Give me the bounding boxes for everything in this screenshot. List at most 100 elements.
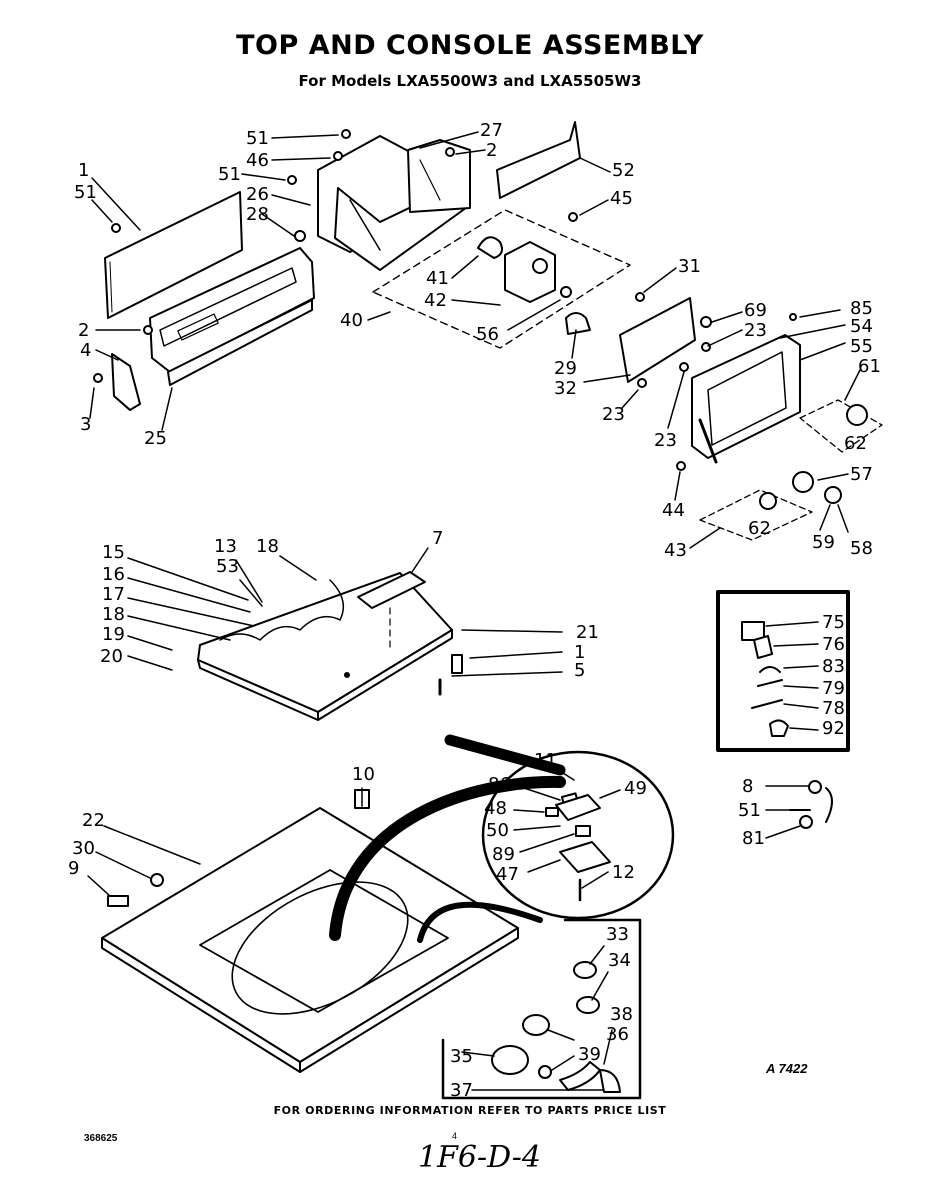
callout-top-cover-6: 13 bbox=[214, 536, 237, 557]
lower-knob-outline bbox=[699, 489, 813, 541]
lid-switch-parts bbox=[545, 792, 611, 902]
console-housing bbox=[149, 247, 315, 386]
callout-console-22: 85 bbox=[850, 298, 873, 319]
console-bezel bbox=[691, 334, 801, 464]
callout-top-1: 22 bbox=[82, 810, 105, 831]
callout-bleach-5: 39 bbox=[578, 1044, 601, 1065]
callout-console-16: 41 bbox=[426, 268, 449, 289]
callout-console-10: 4 bbox=[80, 340, 92, 361]
knob-group-outline bbox=[799, 399, 883, 453]
control-bracket bbox=[317, 135, 471, 271]
control-panel-plate bbox=[619, 297, 696, 383]
callout-console-18: 56 bbox=[476, 324, 499, 345]
callout-top-cover-4: 19 bbox=[102, 624, 125, 645]
callout-kit-box-4: 78 bbox=[822, 698, 845, 719]
callout-bleach-4: 35 bbox=[450, 1046, 473, 1067]
washer-top bbox=[101, 807, 519, 1073]
callout-console-12: 25 bbox=[144, 428, 167, 449]
page-subtitle: For Models LXA5500W3 and LXA5505W3 bbox=[298, 72, 642, 90]
callout-lid-switch-2: 49 bbox=[624, 778, 647, 799]
callout-console-6: 2 bbox=[486, 140, 498, 161]
callout-bleach-0: 33 bbox=[606, 924, 629, 945]
callout-top-cover-12: 5 bbox=[574, 660, 586, 681]
callout-console-4: 28 bbox=[246, 204, 269, 225]
callout-leader-lines bbox=[87, 131, 861, 1091]
parts-kit-box bbox=[716, 590, 850, 752]
bleach-tube bbox=[417, 901, 543, 943]
callout-bleach-2: 36 bbox=[606, 1024, 629, 1045]
callout-hardware-0: 8 bbox=[742, 776, 754, 797]
callout-lid-switch-5: 89 bbox=[492, 844, 515, 865]
document-number: 368625 bbox=[84, 1133, 118, 1144]
callout-console-30: 62 bbox=[844, 433, 867, 454]
push-knob bbox=[824, 486, 842, 504]
callout-top-3: 9 bbox=[68, 858, 80, 879]
timer-dial bbox=[477, 236, 503, 259]
handwritten-code: 1F6-D-4 bbox=[418, 1140, 541, 1175]
callout-console-13: 52 bbox=[612, 160, 635, 181]
lid-switch-harness bbox=[329, 775, 566, 941]
top-clip bbox=[107, 895, 129, 907]
bleach-dispenser-parts bbox=[491, 961, 621, 1093]
callout-lid-switch-7: 12 bbox=[612, 862, 635, 883]
callout-console-35: 59 bbox=[812, 532, 835, 553]
callout-console-3: 26 bbox=[246, 184, 269, 205]
callout-top-cover-1: 16 bbox=[102, 564, 125, 585]
callout-top-cover-10: 21 bbox=[576, 622, 599, 643]
callout-console-26: 29 bbox=[554, 358, 577, 379]
callout-console-21: 23 bbox=[744, 320, 767, 341]
callout-lid-switch-1: 86 bbox=[488, 774, 511, 795]
callout-console-8: 51 bbox=[74, 182, 97, 203]
bleach-dispenser-box bbox=[441, 918, 642, 1100]
callout-console-28: 23 bbox=[602, 404, 625, 425]
callout-console-9: 2 bbox=[78, 320, 90, 341]
callout-lid-switch-3: 48 bbox=[484, 798, 507, 819]
rear-console-panel bbox=[104, 191, 243, 319]
knob-skirt bbox=[792, 471, 814, 493]
callout-top-2: 30 bbox=[72, 838, 95, 859]
selector-switch bbox=[565, 312, 591, 335]
callout-console-24: 55 bbox=[850, 336, 873, 357]
diagram-id: A 7422 bbox=[766, 1061, 808, 1076]
callout-top-cover-7: 53 bbox=[216, 556, 239, 577]
callout-console-33: 43 bbox=[664, 540, 687, 561]
callout-console-17: 42 bbox=[424, 290, 447, 311]
callout-console-23: 54 bbox=[850, 316, 873, 337]
callout-lid-switch-6: 47 bbox=[496, 864, 519, 885]
lid-handle bbox=[357, 571, 426, 609]
callout-console-2: 51 bbox=[218, 164, 241, 185]
callout-console-31: 57 bbox=[850, 464, 873, 485]
callout-console-27: 32 bbox=[554, 378, 577, 399]
callout-top-cover-3: 18 bbox=[102, 604, 125, 625]
callout-top-cover-0: 15 bbox=[102, 542, 125, 563]
callout-kit-box-3: 79 bbox=[822, 678, 845, 699]
callout-kit-box-1: 76 bbox=[822, 634, 845, 655]
ordering-note: FOR ORDERING INFORMATION REFER TO PARTS … bbox=[273, 1104, 667, 1117]
top-cover-clip bbox=[451, 654, 463, 674]
callout-hardware-2: 81 bbox=[742, 828, 765, 849]
callout-top-cover-9: 7 bbox=[432, 528, 444, 549]
callout-console-34: 62 bbox=[748, 518, 771, 539]
console-screws bbox=[93, 129, 797, 471]
page-number: 4 bbox=[452, 1131, 458, 1141]
callout-console-7: 1 bbox=[78, 160, 90, 181]
callout-console-20: 69 bbox=[744, 300, 767, 321]
page-title: TOP AND CONSOLE ASSEMBLY bbox=[236, 30, 704, 61]
callout-kit-box-0: 75 bbox=[822, 612, 845, 633]
callout-bleach-6: 37 bbox=[450, 1080, 473, 1101]
console-back-plate bbox=[496, 121, 581, 199]
timer-motor bbox=[504, 241, 572, 303]
callout-hardware-1: 51 bbox=[738, 800, 761, 821]
callout-console-32: 44 bbox=[662, 500, 685, 521]
callout-console-29: 23 bbox=[654, 430, 677, 451]
kit-parts bbox=[741, 621, 789, 737]
timer-group-outline bbox=[372, 209, 631, 349]
hardware-parts bbox=[789, 780, 833, 829]
callout-top-0: 10 bbox=[352, 764, 375, 785]
callout-top-cover-8: 18 bbox=[256, 536, 279, 557]
callout-bleach-1: 34 bbox=[608, 950, 631, 971]
callout-console-11: 3 bbox=[80, 414, 92, 435]
dial-knob bbox=[759, 492, 777, 510]
